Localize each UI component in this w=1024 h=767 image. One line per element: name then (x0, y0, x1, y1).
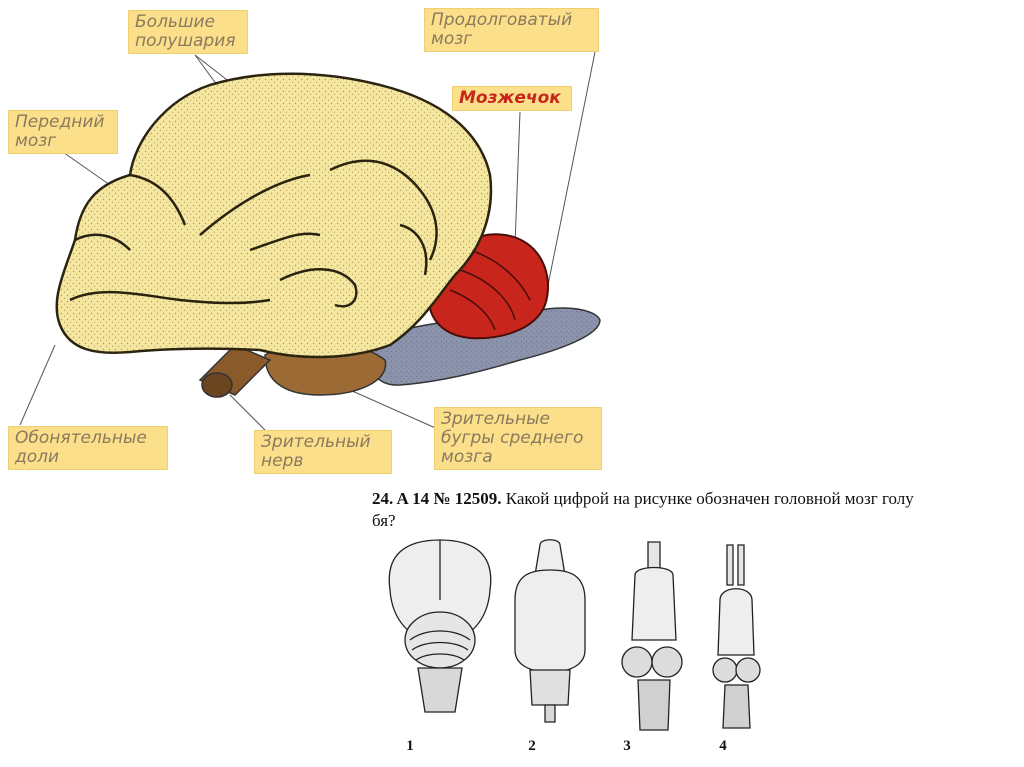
label-optic-nerve: Зрительный нерв (254, 430, 392, 474)
figure-label-4: 4 (719, 738, 727, 754)
question-prefix: 24. A 14 № 12509. (372, 489, 502, 508)
brain-figure-3 (621, 541, 683, 731)
brain-sulci (69, 159, 438, 308)
figure-label-3: 3 (623, 738, 631, 754)
question-body: Какой цифрой на рисунке обозначен головн… (372, 489, 914, 530)
optic-nerve-shape (198, 344, 272, 398)
label-midbrain: Зрительные бугры среднего мозга (434, 407, 602, 470)
brain-figure-1 (388, 539, 492, 713)
brain-figure-2 (514, 539, 586, 723)
leader-lines (19, 51, 596, 431)
figure-label-1: 1 (406, 738, 414, 754)
label-cerebellum: Мозжечок (452, 86, 572, 111)
label-forebrain: Передний мозг (8, 110, 118, 154)
label-medulla: Продолговатый мозг (424, 8, 599, 52)
label-hemispheres: Большие полушария (128, 10, 248, 54)
question-text: 24. A 14 № 12509. Какой цифрой на рисунк… (372, 488, 1024, 532)
figure-label-2: 2 (528, 738, 536, 754)
brains-figure (388, 539, 761, 731)
label-olfactory: Обонятельные доли (8, 426, 168, 470)
brain-figure-4 (712, 544, 761, 729)
